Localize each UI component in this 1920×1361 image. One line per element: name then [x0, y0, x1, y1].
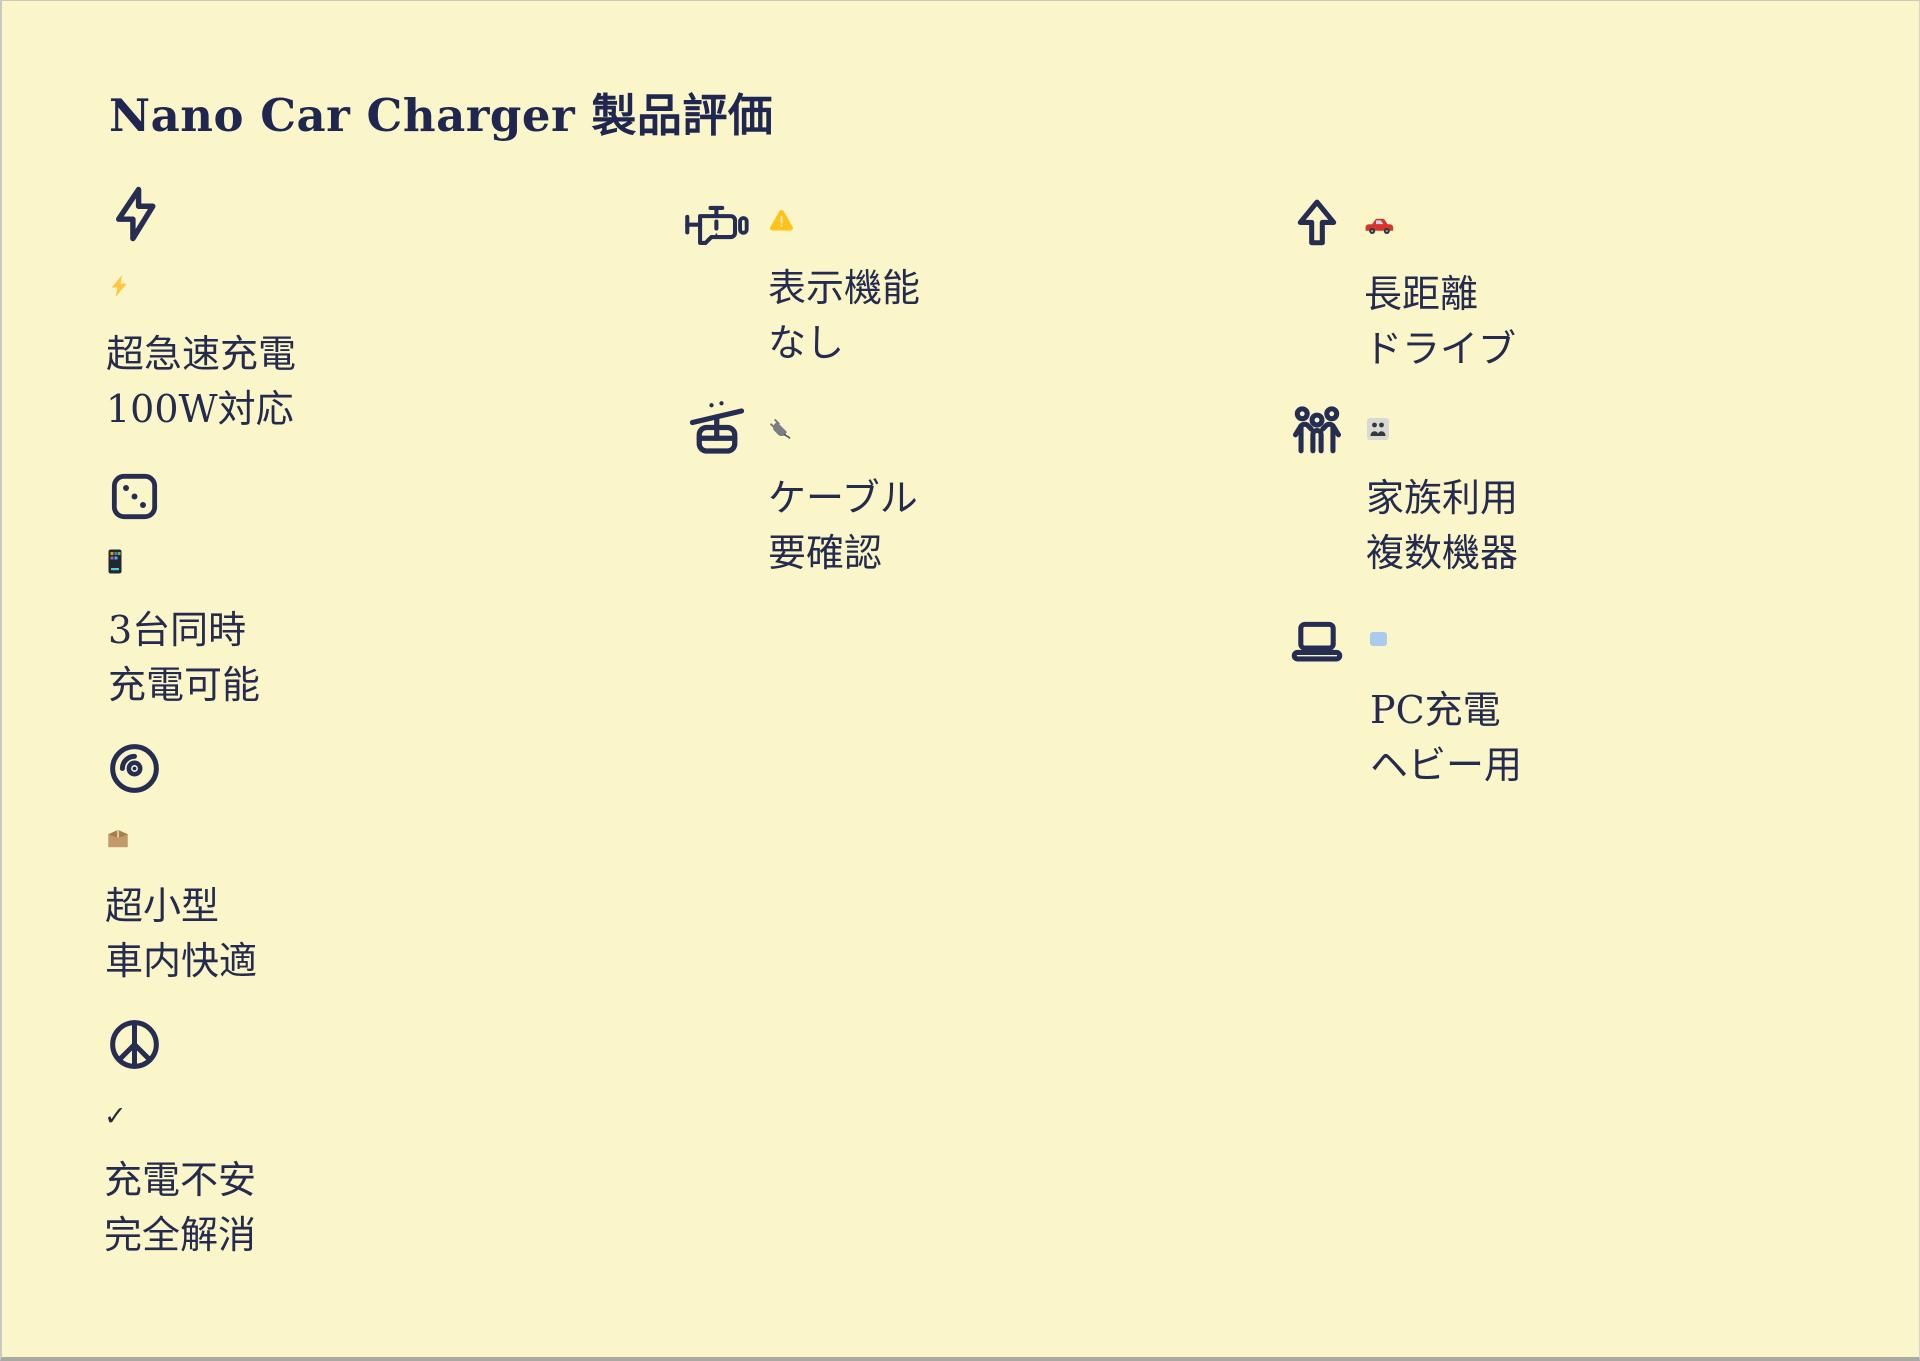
feature-item-long-drive: 長距離 ドライブ — [1364, 213, 1516, 377]
laptop-emoji — [1370, 629, 1522, 659]
mobile-phone-emoji — [108, 549, 260, 579]
check-mark-emoji: ✓ — [104, 1099, 256, 1132]
feature-line: 超急速充電 — [106, 332, 297, 376]
zap-emoji — [106, 273, 296, 303]
feature-item-family-use: 家族利用 複数機器 — [1366, 417, 1518, 581]
feature-line: 長距離 — [1364, 272, 1479, 316]
feature-line: 家族利用 — [1366, 476, 1519, 520]
dice-three-icon — [107, 469, 162, 524]
feature-line: ドライブ — [1364, 327, 1517, 371]
feature-line: なし — [768, 321, 845, 365]
disc-icon — [106, 740, 163, 797]
red-car-emoji — [1364, 213, 1516, 243]
warning-emoji — [768, 207, 920, 237]
feature-item-no-display: 表示機能 なし — [768, 207, 920, 371]
feature-line: 車内快適 — [105, 939, 258, 983]
feature-line: 要確認 — [768, 531, 883, 575]
feature-line: 複数機器 — [1366, 531, 1519, 575]
lightning-bolt-icon — [105, 183, 167, 245]
laptop-icon — [1288, 614, 1346, 672]
family-emoji — [1366, 417, 1518, 447]
feature-item-fast-charge: 超急速充電 100W対応 — [106, 273, 296, 437]
feature-line: 3台同時 — [108, 608, 247, 652]
engine-warning-icon — [683, 200, 749, 247]
check-mark-glyph: ✓ — [104, 1101, 127, 1132]
arrow-up-icon — [1288, 192, 1346, 250]
feature-line: PC充電 — [1370, 688, 1501, 732]
feature-line: 表示機能 — [768, 266, 921, 310]
feature-line: 充電不安 — [104, 1158, 257, 1202]
feature-line: ケーブル — [768, 476, 918, 520]
feature-line: 完全解消 — [104, 1213, 257, 1257]
electric-plug-emoji — [768, 417, 918, 447]
family-icon — [1288, 401, 1346, 459]
feature-item-cable-check: ケーブル 要確認 — [768, 417, 918, 581]
peace-icon — [106, 1016, 163, 1073]
feature-line: 100W対応 — [106, 387, 294, 431]
feature-item-no-anxiety: ✓ 充電不安 完全解消 — [104, 1099, 256, 1263]
feature-line: ヘビー用 — [1370, 743, 1523, 787]
feature-line: 充電可能 — [108, 663, 261, 707]
feature-item-compact: 超小型 車内快適 — [105, 825, 257, 989]
feature-line: 超小型 — [105, 884, 220, 928]
page-title: Nano Car Charger 製品評価 — [109, 89, 774, 142]
package-emoji — [105, 825, 257, 855]
feature-item-three-devices: 3台同時 充電可能 — [108, 549, 260, 713]
feature-item-pc-charging: PC充電 ヘビー用 — [1370, 629, 1522, 793]
cable-car-icon — [687, 399, 747, 459]
